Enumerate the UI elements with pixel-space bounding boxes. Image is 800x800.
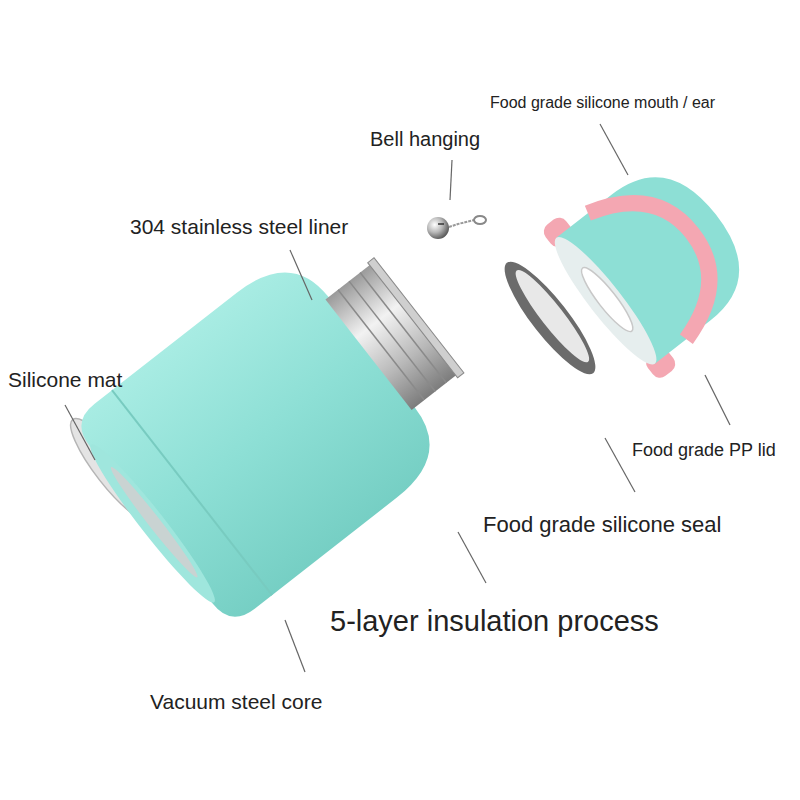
lid	[534, 139, 775, 386]
part-label: 5-layer insulation process	[330, 605, 659, 638]
leader-lines	[65, 124, 730, 672]
part-label: Food grade silicone seal	[483, 512, 721, 537]
part-label: Silicone mat	[8, 368, 122, 392]
bell-charm	[427, 216, 486, 239]
part-label: Bell hanging	[370, 128, 480, 151]
bottle-body	[63, 213, 499, 633]
part-label: 304 stainless steel liner	[130, 215, 348, 239]
part-label: Food grade PP lid	[632, 440, 776, 461]
part-label: Vacuum steel core	[150, 690, 322, 714]
part-label: Food grade silicone mouth / ear	[490, 94, 715, 112]
